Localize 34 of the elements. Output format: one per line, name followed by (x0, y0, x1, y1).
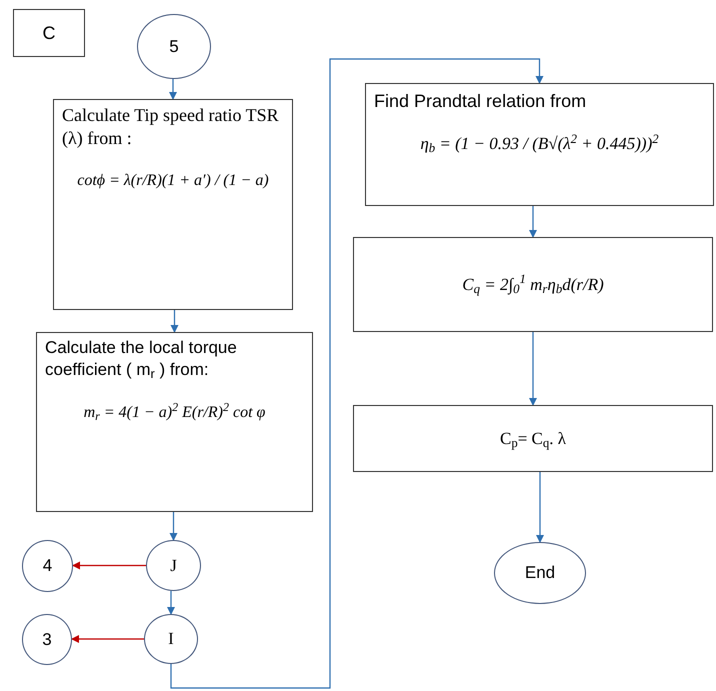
section-label: C (42, 22, 56, 44)
arrow (536, 472, 544, 543)
process-box (353, 237, 713, 332)
terminal-label: End (524, 562, 556, 584)
formula: C$_{p}$= C$_{q}$. λ (500, 428, 566, 452)
arrow (167, 591, 175, 615)
process-box (13, 9, 85, 57)
connector-label: 4 (42, 555, 52, 578)
arrow (169, 79, 177, 100)
connector-circle (144, 614, 198, 664)
arrow (72, 562, 146, 570)
arrow (529, 206, 537, 238)
process-box (353, 405, 713, 472)
connector-label: 5 (169, 36, 179, 58)
arrow (170, 512, 178, 541)
connector-label: 3 (42, 628, 52, 651)
formula: m$_{r}$ = 4(1 − a)$^{2}$ E(r/R)$^{2}$ cot φ (84, 401, 266, 426)
formula: η$_{b}$ = (1 − 0.93 / (B√(λ$^{2}$ + 0.445)))$^{2}$ (420, 131, 659, 156)
connector-circle (22, 540, 73, 592)
arrow (170, 58, 544, 689)
connector-circle (22, 614, 72, 665)
process-box (53, 99, 293, 310)
formula: cotϕ = λ(r/R)(1 + a′) / (1 − a) (77, 171, 269, 191)
connector-label: I (168, 628, 174, 650)
step-text: Calculate the local torque coefficient ( m$_{r}$ ) from: (45, 337, 238, 382)
process-box (365, 83, 714, 206)
step-text: Calculate Tip speed ratio TSR (λ) from : (62, 104, 280, 149)
arrow (529, 332, 537, 406)
process-box (36, 332, 313, 512)
arrow (170, 310, 178, 333)
connector-label: J (170, 554, 177, 577)
formula: C$_{q}$ = 2∫$_{0}$$^{1}$ m$_{r}$η$_{b}$d(r/R) (462, 272, 604, 298)
step-text: Find Prandtal relation from (374, 90, 586, 113)
arrow (71, 635, 144, 643)
